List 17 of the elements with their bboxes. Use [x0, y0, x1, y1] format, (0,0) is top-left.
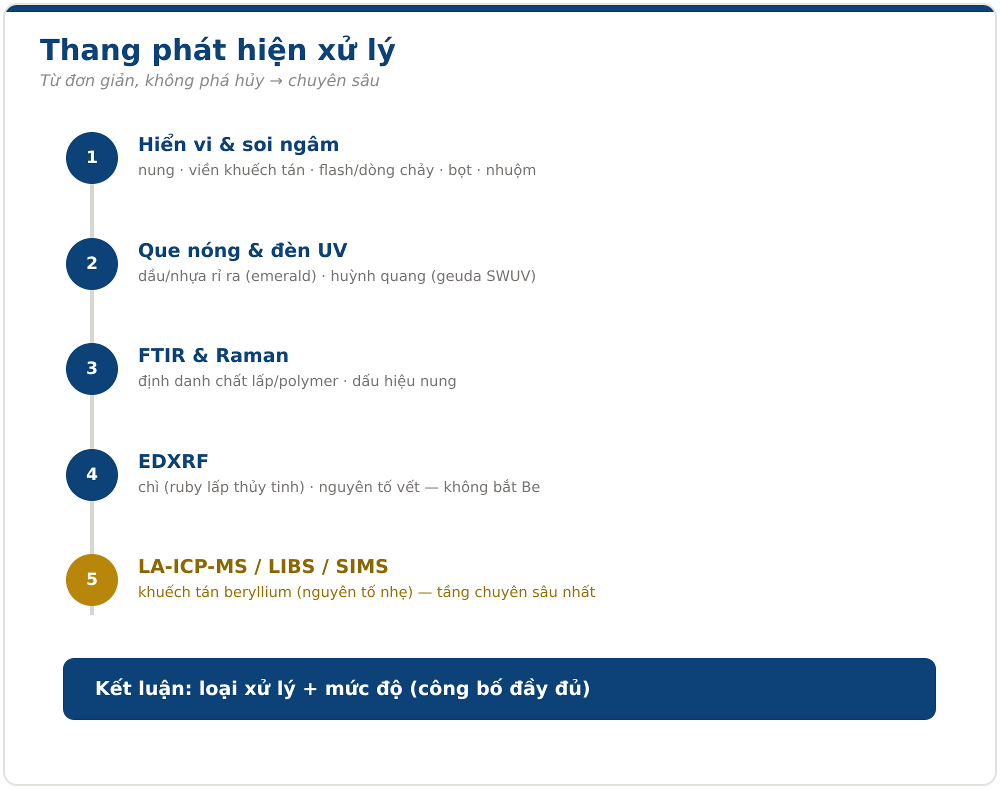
connector-line [90, 184, 94, 238]
title: Thang phát hiện xử lý [40, 32, 396, 68]
connector-line [90, 395, 94, 449]
step-description: khuếch tán beryllium (nguyên tố nhẹ) — tầng chuyên sâu nhất [138, 584, 596, 602]
step-description: định danh chất lấp/polymer · dấu hiệu nung [138, 373, 457, 391]
step-title: EDXRF [138, 450, 210, 474]
step-description: chì (ruby lấp thủy tinh) · nguyên tố vết — không bắt Be [138, 479, 540, 497]
connector-line [90, 290, 94, 343]
step-title: LA-ICP-MS / LIBS / SIMS [138, 555, 389, 579]
step-title: Hiển vi & soi ngâm [138, 133, 340, 157]
step-description: dầu/nhựa rỉ ra (emerald) · huỳnh quang (geuda SWUV) [138, 268, 536, 286]
conclusion-box: Kết luận: loại xử lý + mức độ (công bố đầy đủ) [63, 658, 936, 720]
step-title: FTIR & Raman [138, 344, 290, 368]
step-title: Que nóng & đèn UV [138, 239, 348, 263]
subtitle: Từ đơn giản, không phá hủy → chuyên sâu [40, 71, 380, 91]
step-description: nung · viền khuếch tán · flash/dòng chảy · bọt · nhuộm [138, 162, 536, 180]
connector-line [90, 501, 94, 554]
